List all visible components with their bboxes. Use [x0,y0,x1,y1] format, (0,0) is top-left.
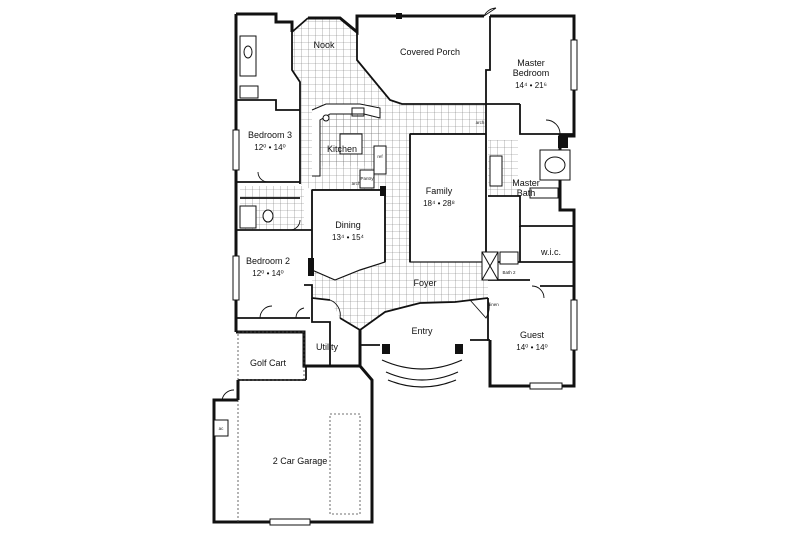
kitchen-counters [311,103,387,189]
label-arch-master: arch [476,120,485,125]
room-label-master-bath-1: Master [512,178,540,188]
room-dim-bedroom2: 12⁰ • 14⁰ [252,269,283,278]
room-label-golf-cart: Golf Cart [250,358,287,368]
fixture-labels: arch arch Pantry ref linen Bath 2 [352,120,516,307]
room-label-bedroom2: Bedroom 2 [246,256,290,266]
room-label-master-bath-2: Bath [517,188,536,198]
room-dim-dining: 13⁴ • 15⁴ [332,233,364,242]
room-label-covered-porch: Covered Porch [400,47,460,57]
room-label-nook: Nook [313,40,335,50]
room-label-guest: Guest [520,330,545,340]
room-dim-family: 18⁴ • 28⁸ [423,199,455,208]
room-label-master-bedroom-1: Master [517,58,545,68]
label-bath2: Bath 2 [502,270,516,275]
room-label-family: Family [426,186,453,196]
columns [308,13,568,354]
room-dim-master-bedroom: 14⁴ • 21⁶ [515,81,547,90]
label-linen: linen [489,302,499,307]
room-dim-bedroom3: 12⁰ • 14⁰ [254,143,285,152]
room-labels: Nook Covered Porch Master Bedroom 14⁴ • … [246,40,561,466]
label-ref: ref [377,154,383,159]
ac-label: ac [219,426,225,431]
room-label-entry: Entry [411,326,433,336]
interior-walls [236,16,574,381]
room-label-kitchen: Kitchen [327,144,357,154]
ac-unit: ac [213,419,229,437]
room-label-master-bedroom-2: Bedroom [513,68,550,78]
entry-steps [381,359,463,388]
room-dim-guest: 14⁰ • 14⁰ [516,343,547,352]
label-arch-kitchen: arch [352,181,361,186]
bath-fixtures [239,35,571,281]
room-label-foyer: Foyer [413,278,436,288]
room-label-wic: w.i.c. [540,247,561,257]
room-label-bedroom3: Bedroom 3 [248,130,292,140]
room-label-dining: Dining [335,220,361,230]
room-label-utility: Utility [316,342,338,352]
room-label-garage: 2 Car Garage [273,456,328,466]
door-swings [221,7,561,401]
windows [232,39,578,526]
label-pantry: Pantry [360,176,374,181]
garage-guides [237,331,361,522]
